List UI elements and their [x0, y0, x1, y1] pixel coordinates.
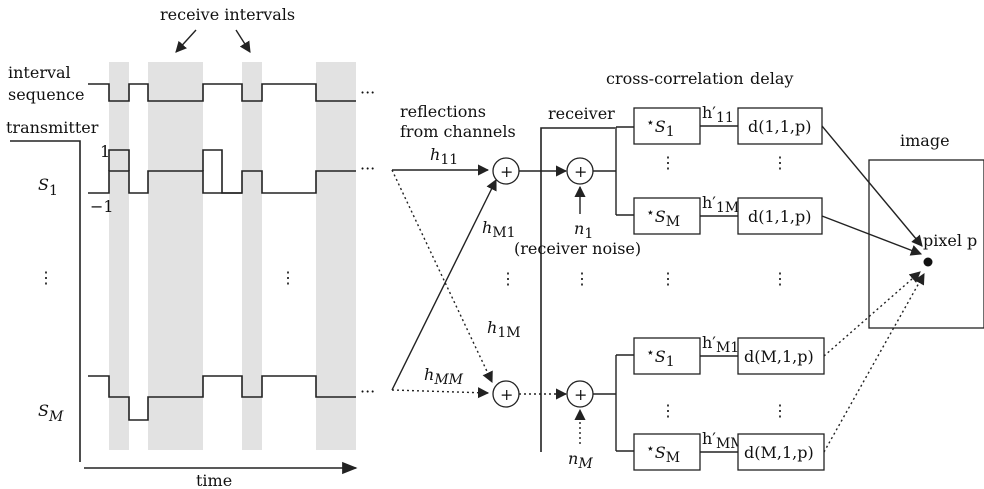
correlator-bottom-s1: ⋆S1	[633, 337, 701, 375]
svg-text:d(M,1,p): d(M,1,p)	[744, 443, 814, 462]
receive-interval-arrow-1	[175, 29, 197, 53]
s1-pulse-high-2	[202, 149, 223, 171]
receiver-vdots: ⋮	[574, 269, 590, 288]
channel-hMM-arrow	[391, 387, 490, 399]
svg-text:⋆S1: ⋆S1	[646, 345, 675, 370]
n1-label: n1	[574, 219, 593, 242]
interval-sequence-waveform	[88, 83, 356, 102]
delay-top-vdots: ⋮	[772, 153, 788, 172]
sm-label: SM	[38, 401, 64, 425]
hpM1-label: h′M1	[702, 333, 739, 356]
mid-vdots: ⋮	[280, 268, 296, 287]
correlator-top-s1: ⋆S1	[633, 107, 701, 145]
svg-text:+: +	[500, 162, 513, 181]
level-low-label: −1	[90, 197, 114, 216]
correlator-bottom-sm: ⋆SM	[633, 433, 701, 471]
fork-top	[593, 126, 634, 216]
nM-label: nM	[568, 449, 593, 472]
channel-h1M-arrow	[391, 169, 493, 384]
hM1-label: hM1	[482, 218, 516, 241]
pixel-dot	[923, 257, 933, 267]
svg-text:d(M,1,p): d(M,1,p)	[744, 347, 814, 366]
interval-sequence-label-line2: sequence	[8, 85, 84, 104]
sum-node-M: +	[492, 380, 520, 408]
receive-intervals-label: receive intervals	[160, 5, 295, 24]
level-high-label: 1	[100, 142, 110, 161]
transmitter-label: transmitter	[6, 118, 99, 137]
fork-bottom	[593, 354, 634, 452]
interval-sequence-ellipsis: ···	[360, 83, 375, 102]
delay-mid-vdots: ⋮	[772, 269, 788, 288]
pixel-arrow-bottom-1	[823, 271, 921, 357]
receive-interval-shading	[109, 62, 356, 450]
delay-box-bottom-M: d(M,1,p)	[737, 433, 825, 471]
svg-text:+: +	[574, 162, 587, 181]
pixel-arrow-bottom-M	[823, 273, 925, 453]
interval-sequence-label-line1: interval	[8, 63, 71, 82]
svg-text:⋆SM: ⋆SM	[646, 205, 680, 230]
delay-bottom-vdots: ⋮	[772, 401, 788, 420]
channel-hM1-arrow	[391, 178, 497, 391]
left-vdots: ⋮	[38, 268, 54, 287]
time-label: time	[196, 471, 232, 489]
pixel-arrow-top-M	[821, 215, 923, 256]
sm-ellipsis: ···	[360, 382, 375, 401]
hp1M-label: h′1M	[702, 193, 739, 216]
h11-label: h11	[430, 145, 458, 168]
receiver-sum-node-M: +	[566, 380, 594, 408]
delay-box-top-M: d(1,1,p)	[737, 197, 823, 235]
transmitter-bracket	[10, 140, 81, 462]
receive-interval-arrow-2	[235, 29, 251, 53]
reflections-label-line2: from channels	[400, 122, 516, 141]
receiver-sum-node-1: +	[566, 157, 594, 185]
receiver-label: receiver	[548, 104, 615, 123]
s1-waveform	[88, 170, 356, 194]
receiver-bracket	[540, 127, 615, 452]
h1M-label: h1M	[487, 318, 521, 341]
sm-waveform	[88, 375, 356, 421]
corr-top-vdots: ⋮	[660, 153, 676, 172]
hMM-label: hMM	[424, 365, 464, 388]
pixel-label: pixel p	[923, 231, 977, 250]
delay-box-top-1: d(1,1,p)	[737, 107, 823, 145]
sum-node-1: +	[492, 157, 520, 185]
svg-text:d(1,1,p): d(1,1,p)	[748, 117, 812, 136]
svg-text:+: +	[574, 385, 587, 404]
svg-text:⋆S1: ⋆S1	[646, 115, 675, 140]
corr-bottom-vdots: ⋮	[660, 401, 676, 420]
reflections-label-line1: reflections	[400, 102, 486, 121]
receiver-noise-label: (receiver noise)	[514, 239, 641, 258]
s1-pulse-low	[221, 171, 242, 194]
s1-pulse-high	[108, 149, 130, 171]
s1-label: S1	[38, 175, 58, 199]
svg-text:+: +	[500, 385, 513, 404]
image-label: image	[900, 131, 950, 150]
delay-label: delay	[750, 69, 793, 88]
svg-text:d(1,1,p): d(1,1,p)	[748, 207, 812, 226]
pixel-arrow-top-1	[821, 125, 923, 247]
s1-ellipsis: ···	[360, 159, 375, 178]
svg-text:⋆SM: ⋆SM	[646, 441, 680, 466]
delay-box-bottom-1: d(M,1,p)	[737, 337, 825, 375]
cross-correlation-label: cross-correlation	[606, 69, 744, 88]
correlator-top-sm: ⋆SM	[633, 197, 701, 235]
corr-mid-vdots: ⋮	[660, 269, 676, 288]
hp11-label: h′11	[702, 103, 734, 126]
channel-vdots: ⋮	[500, 269, 516, 288]
